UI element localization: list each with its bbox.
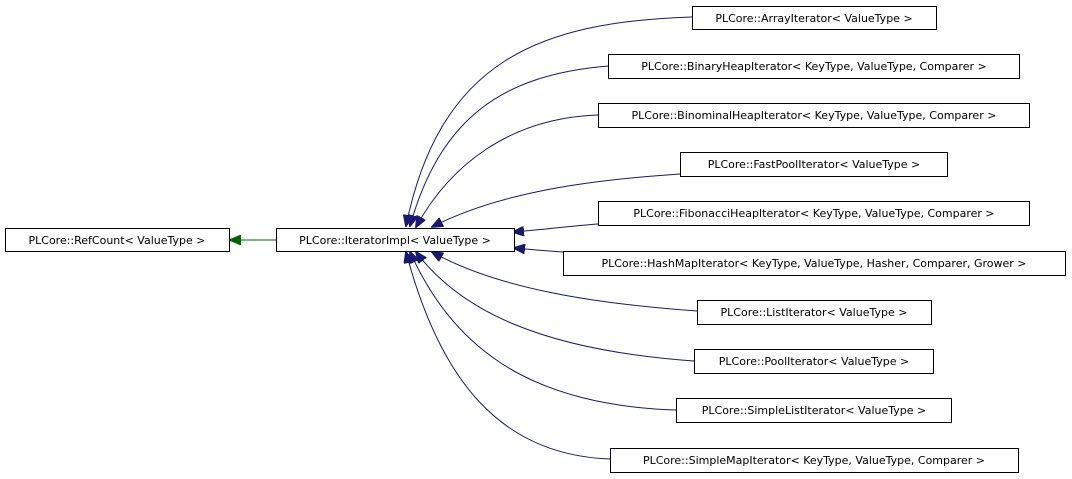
node-label: PLCore::PoolIterator< ValueType > <box>719 355 909 368</box>
node-binaryheap-iterator[interactable]: PLCore::BinaryHeapIterator< KeyType, Val… <box>608 54 1020 79</box>
node-label: PLCore::SimpleMapIterator< KeyType, Valu… <box>643 454 985 467</box>
edge-fibonacciheap-to-iteratorimpl <box>513 223 599 232</box>
node-fastpool-iterator[interactable]: PLCore::FastPoolIterator< ValueType > <box>680 152 948 177</box>
edge-binominalheap-to-iteratorimpl <box>416 114 599 227</box>
edges <box>230 16 698 460</box>
node-fibonacciheap-iterator[interactable]: PLCore::FibonacciHeapIterator< KeyType, … <box>598 201 1030 226</box>
node-simplemap-iterator[interactable]: PLCore::SimpleMapIterator< KeyType, Valu… <box>610 448 1019 473</box>
edge-fastpool-to-iteratorimpl <box>432 173 681 227</box>
edge-array-to-iteratorimpl <box>406 16 693 226</box>
edge-hashmap-to-iteratorimpl <box>514 248 564 252</box>
node-label: PLCore::RefCount< ValueType > <box>29 234 206 247</box>
node-array-iterator[interactable]: PLCore::ArrayIterator< ValueType > <box>692 6 937 30</box>
node-label: PLCore::HashMapIterator< KeyType, ValueT… <box>601 257 1026 270</box>
node-simplelist-iterator[interactable]: PLCore::SimpleListIterator< ValueType > <box>676 398 952 423</box>
edge-list-to-iteratorimpl <box>432 252 698 312</box>
node-hashmap-iterator[interactable]: PLCore::HashMapIterator< KeyType, ValueT… <box>563 251 1066 276</box>
node-refcount[interactable]: PLCore::RefCount< ValueType > <box>5 228 230 252</box>
edge-pool-to-iteratorimpl <box>416 252 695 362</box>
node-label: PLCore::BinaryHeapIterator< KeyType, Val… <box>641 60 986 73</box>
node-label: PLCore::BinominalHeapIterator< KeyType, … <box>632 109 997 122</box>
edge-simplelist-to-iteratorimpl <box>410 252 677 411</box>
edge-simplemap-to-iteratorimpl <box>406 252 611 460</box>
node-label: PLCore::ArrayIterator< ValueType > <box>715 12 912 25</box>
node-binominalheap-iterator[interactable]: PLCore::BinominalHeapIterator< KeyType, … <box>598 103 1030 128</box>
node-label: PLCore::SimpleListIterator< ValueType > <box>702 404 926 417</box>
node-label: PLCore::FastPoolIterator< ValueType > <box>708 158 921 171</box>
node-iteratorimpl[interactable]: PLCore::IteratorImpl< ValueType > <box>276 228 515 252</box>
node-label: PLCore::ListIterator< ValueType > <box>721 306 908 319</box>
node-label: PLCore::FibonacciHeapIterator< KeyType, … <box>633 207 994 220</box>
edge-binaryheap-to-iteratorimpl <box>410 65 609 226</box>
node-list-iterator[interactable]: PLCore::ListIterator< ValueType > <box>697 300 932 325</box>
node-label: PLCore::IteratorImpl< ValueType > <box>299 234 491 247</box>
node-pool-iterator[interactable]: PLCore::PoolIterator< ValueType > <box>694 349 934 374</box>
